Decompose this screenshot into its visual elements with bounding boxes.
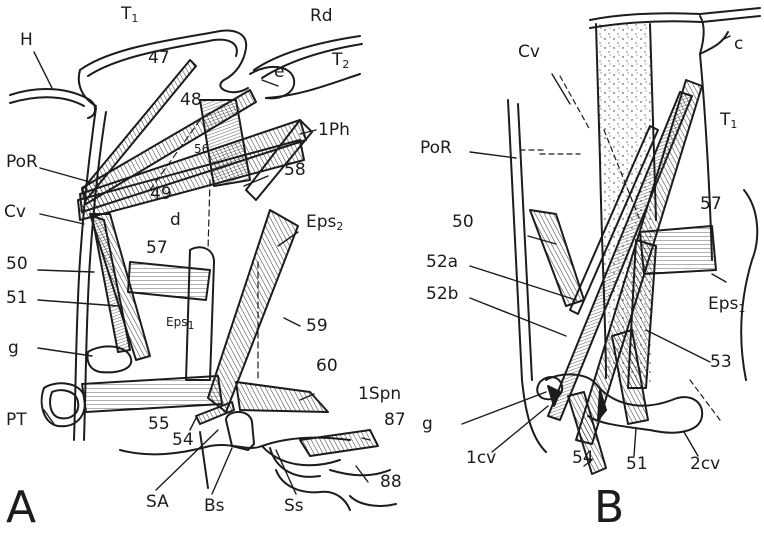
label-b-2cv: 2cv [690,456,720,473]
label-a-T2: T2 [332,52,349,70]
label-b-54: 54 [572,450,594,467]
label-a-1Spn: 1Spn [358,386,401,403]
label-b-1cv: 1cv [466,450,496,467]
label-a-SA: SA [146,494,169,511]
label-b-52b: 52b [426,286,458,303]
label-a-87: 87 [384,412,406,429]
label-a-88: 88 [380,474,402,491]
label-b-PoR: PoR [420,140,452,157]
label-a-Cv: Cv [4,204,26,221]
label-a-54: 54 [172,432,194,449]
label-a-47: 47 [148,50,170,67]
label-a-60: 60 [316,358,338,375]
label-a-48: 48 [180,92,202,109]
label-b-T1: T1 [720,112,737,130]
label-a-58: 58 [284,162,306,179]
label-b-52a: 52a [426,254,458,271]
label-a-T1: T1 [121,6,138,24]
label-a-d: d [170,212,181,229]
label-b-Cv: Cv [518,44,540,61]
label-a-56: 56 [194,143,209,155]
label-a-57: 57 [146,240,168,257]
label-a-49: 49 [150,186,172,203]
label-a-1Ph: 1Ph [318,122,350,139]
panel-label-a: A [6,486,36,530]
label-b-c: c [734,36,743,53]
label-b-Eps1: Eps1 [708,296,745,314]
label-b-50: 50 [452,214,474,231]
label-b-57: 57 [700,196,722,213]
label-b-51: 51 [626,456,648,473]
label-a-59: 59 [306,318,328,335]
label-a-PoR: PoR [6,154,38,171]
label-a-H: H [20,32,33,49]
label-a-Eps1: Eps1 [166,316,194,331]
label-a-Ss: Ss [284,498,304,515]
label-a-51: 51 [6,290,28,307]
label-b-g: g [422,416,433,433]
label-a-g: g [8,340,19,357]
label-a-Rd: Rd [310,8,333,25]
panel-a-drawing [10,31,396,510]
label-a-Eps2: Eps2 [306,214,343,232]
label-a-PT: PT [6,412,27,429]
label-a-50: 50 [6,256,28,273]
panel-b-drawing [462,8,760,474]
panel-label-b: B [594,486,624,530]
label-a-Bs: Bs [204,498,225,515]
label-a-55: 55 [148,416,170,433]
label-a-e: e [274,64,284,81]
label-b-53: 53 [710,354,732,371]
